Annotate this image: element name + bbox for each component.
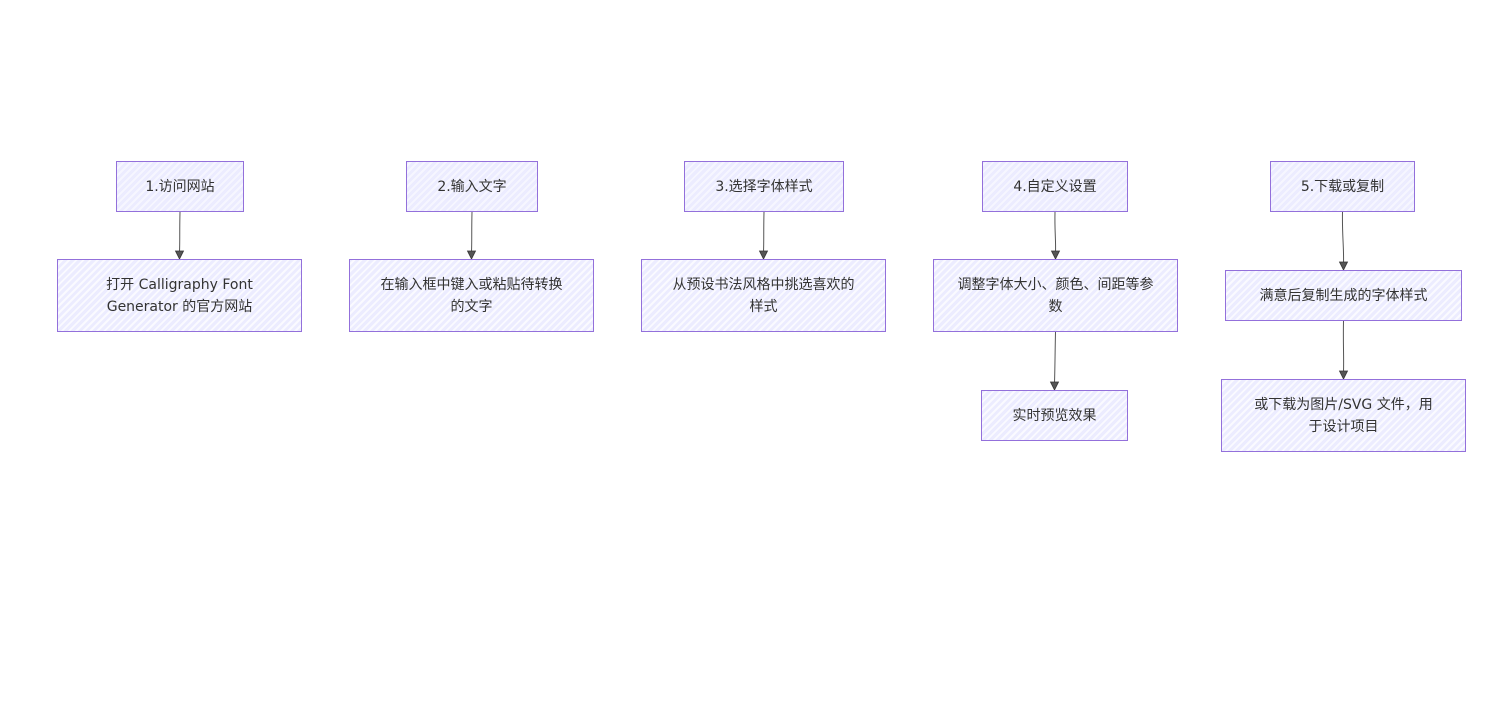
step-2-title: 2.输入文字 [437,178,507,195]
step-2-action-1-box: 在输入框中键入或粘贴待转换的文字 [349,259,594,332]
step-1-action-1-box: 打开 Calligraphy Font Generator 的官方网站 [57,259,302,332]
step-1-title: 1.访问网站 [145,178,215,195]
step-4-action-1-text: 调整字体大小、颜色、间距等参数 [957,276,1154,315]
step-3-action-1-box: 从预设书法风格中挑选喜欢的样式 [641,259,886,332]
step-4-action-2-box: 实时预览效果 [981,390,1128,441]
edge-step-3-1 [763,211,765,253]
arrowhead-step-2-1 [466,250,477,260]
step-4-action-1-box: 调整字体大小、颜色、间距等参数 [933,259,1178,332]
arrowhead-step-5-1 [1338,261,1349,271]
arrowhead-step-3-1 [758,250,769,260]
step-5-action-2-text: 或下载为图片/SVG 文件，用于设计项目 [1254,396,1433,435]
step-5-action-1-box: 满意后复制生成的字体样式 [1225,270,1462,321]
step-5-title: 5.下载或复制 [1300,178,1385,195]
step-5-box: 5.下载或复制 [1270,161,1415,212]
step-5-action-2-box: 或下载为图片/SVG 文件，用于设计项目 [1221,379,1466,452]
arrowhead-step-1-1 [174,250,185,260]
step-3-box: 3.选择字体样式 [684,161,844,212]
step-4-action-2-text: 实时预览效果 [1012,407,1097,424]
step-1-box: 1.访问网站 [116,161,244,212]
edge-step-4-2 [1054,331,1056,384]
edge-step-5-1 [1341,211,1345,264]
arrowhead-step-4-2 [1049,381,1060,391]
step-2-box: 2.输入文字 [406,161,538,212]
step-5-action-1-text: 满意后复制生成的字体样式 [1259,287,1428,304]
arrowhead-step-4-1 [1050,250,1061,260]
edge-step-1-1 [179,211,181,253]
step-4-title: 4.自定义设置 [1013,178,1097,195]
step-1-action-1-text: 打开 Calligraphy Font Generator 的官方网站 [106,276,253,315]
arrowhead-step-5-2 [1338,370,1349,380]
step-4-box: 4.自定义设置 [982,161,1128,212]
edge-step-4-1 [1054,211,1057,253]
step-2-action-1-text: 在输入框中键入或粘贴待转换的文字 [380,276,563,315]
step-3-action-1-text: 从预设书法风格中挑选喜欢的样式 [672,276,855,315]
edge-step-2-1 [471,211,473,253]
step-3-title: 3.选择字体样式 [715,178,813,195]
